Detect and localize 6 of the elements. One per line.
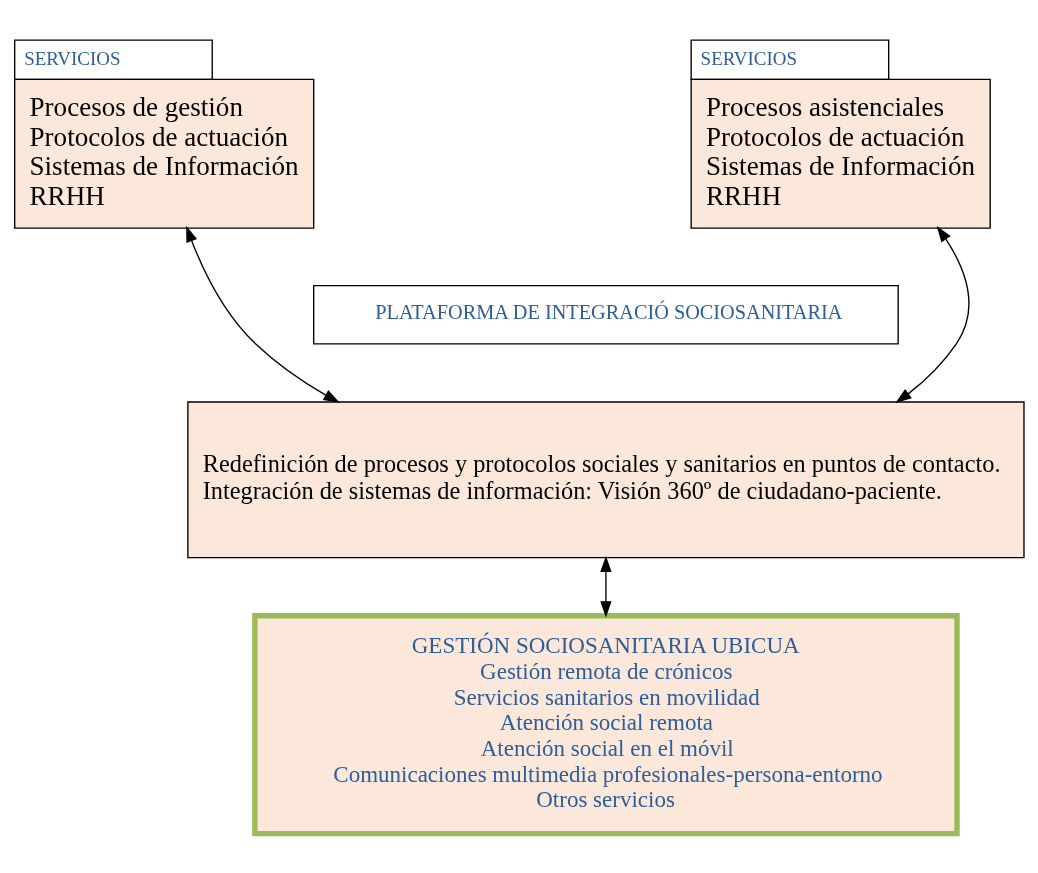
arrow xyxy=(600,555,612,618)
arrow xyxy=(186,225,340,403)
node-box: Redefinición de procesos y protocolos sociales y sanitarios en puntos de contacto. Integración de sistemas de información: Visión 360º de ciudadano-paciente. xyxy=(187,401,1025,559)
node-box: PLATAFORMA DE INTEGRACIÓ SOCIOSANITARIA xyxy=(313,284,899,345)
arrow xyxy=(895,225,970,404)
node-box: GESTIÓN SOCIOSANITARIA UBICUA Gestión remota de crónicos Servicios sanitarios en movilidad Atención social remota Atención social en el móvil Comunicaciones multimedia profesionales-persona-entorno Otros servicios xyxy=(252,613,960,837)
